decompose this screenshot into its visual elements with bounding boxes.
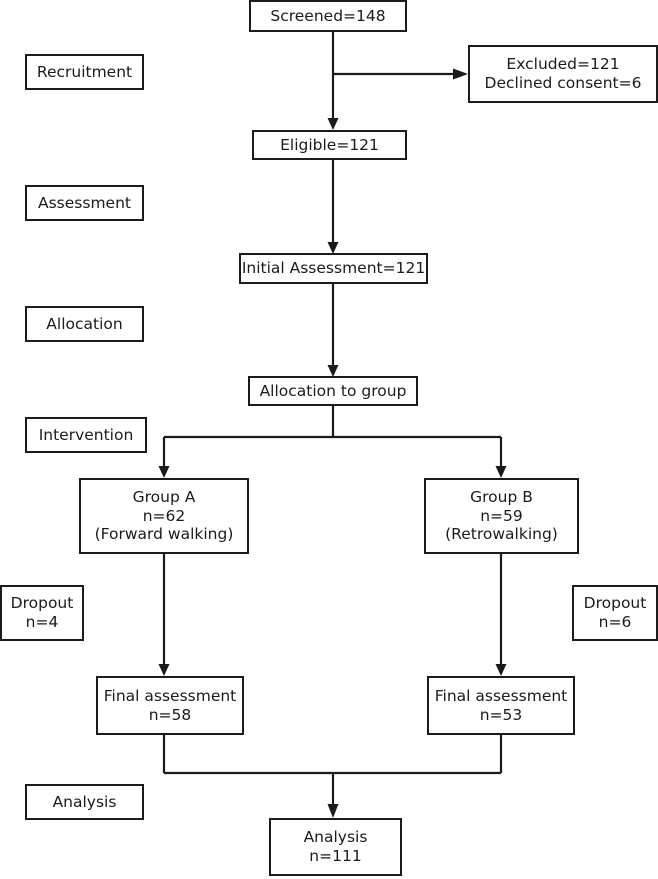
arrowhead-analysis xyxy=(327,804,339,818)
arrowhead-final-a xyxy=(158,664,170,676)
node-eligible-line-1: Eligible=121 xyxy=(280,135,379,154)
node-initial-assessment: Initial Assessment=121 xyxy=(239,253,428,284)
stage-label-assessment: Assessment xyxy=(25,185,144,221)
node-final-assessment-b-line-1: Final assessment xyxy=(434,686,568,705)
arrowhead-initial-assessment xyxy=(327,242,339,254)
node-group-b-line-2: n=59 xyxy=(480,506,523,525)
node-final-assessment-b: Final assessment n=53 xyxy=(427,676,575,735)
node-dropout-a-line-2: n=4 xyxy=(25,613,59,631)
stage-label-text: Recruitment xyxy=(36,63,133,81)
stage-label-analysis: Analysis xyxy=(25,784,144,820)
node-allocation-to-group: Allocation to group xyxy=(248,376,418,406)
arrowhead-excluded xyxy=(453,68,468,80)
node-group-a: Group A n=62 (Forward walking) xyxy=(79,478,249,554)
node-final-assessment-a-line-2: n=58 xyxy=(148,705,192,724)
node-analysis-final-line-1: Analysis xyxy=(303,828,368,847)
arrowhead-allocation xyxy=(327,365,339,377)
stage-label-text: Allocation xyxy=(46,315,123,333)
node-dropout-a: Dropout n=4 xyxy=(0,585,84,641)
arrowhead-group-a xyxy=(158,466,170,478)
arrowhead-eligible xyxy=(327,118,339,130)
node-allocation-to-group-line-1: Allocation to group xyxy=(259,381,407,400)
arrowhead-final-b xyxy=(495,664,507,676)
node-group-a-line-3: (Forward walking) xyxy=(94,525,234,544)
node-group-b-line-1: Group B xyxy=(470,487,533,506)
node-analysis-final: Analysis n=111 xyxy=(269,818,402,876)
stage-label-text: Intervention xyxy=(38,426,134,444)
node-dropout-b-line-1: Dropout xyxy=(583,594,647,613)
stage-label-recruitment: Recruitment xyxy=(25,54,144,90)
node-excluded: Excluded=121 Declined consent=6 xyxy=(468,45,658,103)
node-final-assessment-a-line-1: Final assessment xyxy=(103,686,237,705)
node-excluded-line-1: Excluded=121 xyxy=(506,55,620,74)
node-initial-assessment-line-1: Initial Assessment=121 xyxy=(241,259,426,278)
arrowhead-group-b xyxy=(495,466,507,478)
node-dropout-b-line-2: n=6 xyxy=(598,613,632,631)
node-group-b: Group B n=59 (Retrowalking) xyxy=(424,478,579,554)
node-final-assessment-b-line-2: n=53 xyxy=(479,705,523,724)
node-analysis-final-line-2: n=111 xyxy=(309,847,362,865)
node-group-a-line-1: Group A xyxy=(132,487,196,506)
node-screened-line-1: Screened=148 xyxy=(270,6,386,25)
node-excluded-line-2: Declined consent=6 xyxy=(484,74,642,92)
node-eligible: Eligible=121 xyxy=(252,130,407,160)
node-group-a-line-2: n=62 xyxy=(142,506,186,525)
stage-label-text: Analysis xyxy=(52,793,117,811)
stage-label-text: Assessment xyxy=(38,194,131,212)
node-final-assessment-a: Final assessment n=58 xyxy=(96,676,244,735)
stage-label-intervention: Intervention xyxy=(25,417,147,453)
node-group-b-line-3: (Retrowalking) xyxy=(445,525,558,544)
node-dropout-b: Dropout n=6 xyxy=(572,585,658,641)
stage-label-allocation: Allocation xyxy=(25,306,144,342)
node-dropout-a-line-1: Dropout xyxy=(10,594,74,613)
node-screened: Screened=148 xyxy=(249,0,407,32)
